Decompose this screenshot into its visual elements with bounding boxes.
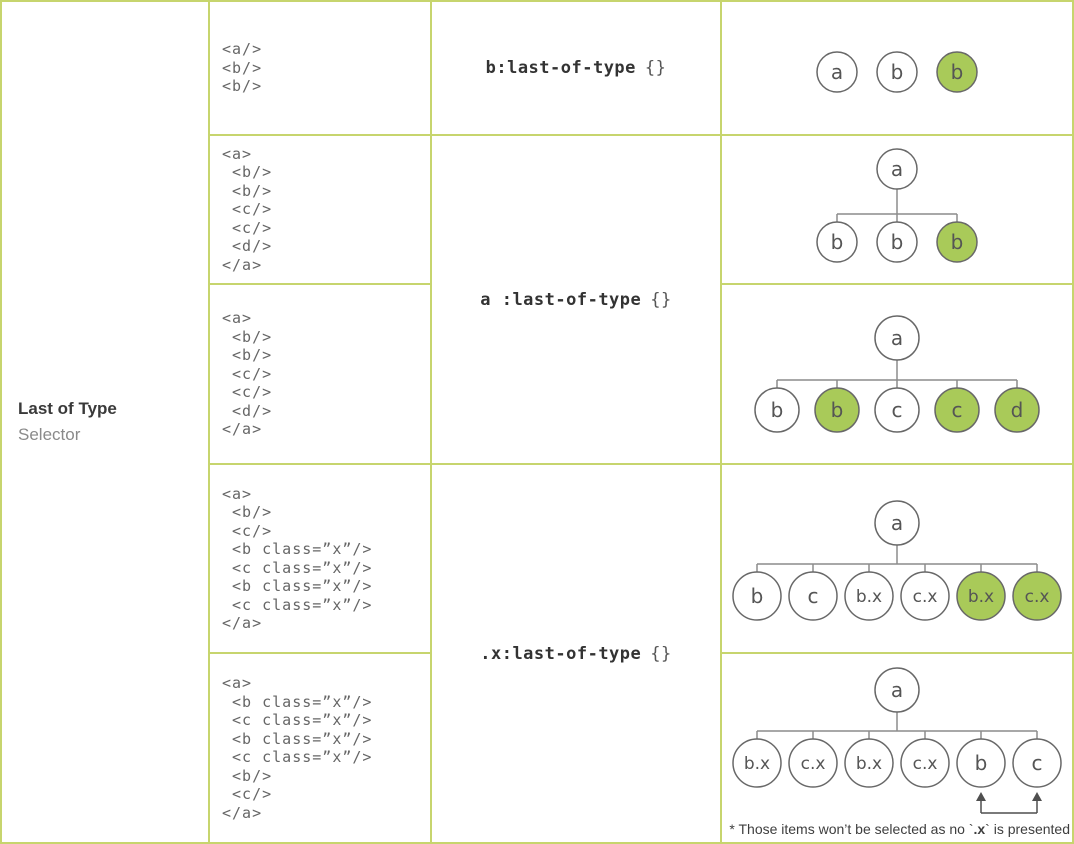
tree-node-a: [816, 51, 858, 93]
row-header-cell: Last of Type Selector: [2, 2, 208, 842]
tree-node-label: c: [892, 398, 903, 422]
tree-node-d-highlighted: [994, 387, 1040, 433]
tree-node-label: b.x: [968, 587, 994, 607]
tree-node-c.x: [788, 738, 838, 788]
tree-diagram: a b.x c.x b.x c.x b c: [732, 667, 1062, 814]
tree-node-b-highlighted: [936, 221, 978, 263]
tree-node-a: [874, 667, 920, 713]
tree-node-label: a: [891, 511, 903, 535]
tree-node-c: [874, 387, 920, 433]
tree-node-label: b: [891, 60, 904, 84]
tree-diagram: a b c b.x c.x b.x c.x: [732, 500, 1062, 621]
tree-node-b.x: [844, 571, 894, 621]
up-arrow-icon: [976, 792, 986, 801]
selector-cell-a-descendant-last-of-type: a :last-of-type {}: [432, 136, 720, 463]
tree-node-c.x: [900, 571, 950, 621]
tree-node-b: [754, 387, 800, 433]
selector-text: a :last-of-type: [480, 289, 642, 310]
code-snippet: <a> <b/> <b/> <c/> <c/> <d/> </a>: [222, 309, 273, 439]
tree-node-c-highlighted: [934, 387, 980, 433]
tree-node-b: [732, 571, 782, 621]
selector-cell-b-last-of-type: b:last-of-type {}: [432, 2, 720, 134]
selector-braces: {}: [650, 289, 672, 310]
tree-node-b: [876, 51, 918, 93]
tree-node-label: b.x: [856, 754, 882, 774]
selector-text: b:last-of-type: [485, 58, 636, 78]
tree-node-label: c.x: [801, 754, 826, 774]
tree-node-label: b: [891, 230, 904, 254]
tree-node-b.x: [732, 738, 782, 788]
tree-node-c.x: [900, 738, 950, 788]
tree-node-label: c.x: [1025, 587, 1050, 607]
tree-node-c.x-highlighted: [1012, 571, 1062, 621]
tree-node-b: [816, 221, 858, 263]
tree-node-label: b: [975, 751, 988, 775]
tree-node-label: c: [1032, 751, 1043, 775]
tree-node-label: b: [951, 230, 964, 254]
code-snippet: <a> <b class=”x”/> <c class=”x”/> <b cla…: [222, 674, 373, 822]
diagram-cell-row-5: a b.x c.x b.x c.x b c * Those items won’t be se…: [722, 654, 1072, 842]
tree-node-label: c: [952, 398, 963, 422]
tree-node-b.x: [844, 738, 894, 788]
selector-text: .x:last-of-type: [480, 643, 642, 664]
footnote-text: * Those items won’t be selected as no `: [729, 821, 974, 837]
code-cell-row-1: <a/> <b/> <b/>: [210, 2, 430, 134]
diagram-cell-row-2: a b b b: [722, 136, 1072, 283]
tree-node-label: b: [751, 584, 764, 608]
tree-node-label: c.x: [913, 754, 938, 774]
code-cell-row-4: <a> <b/> <c/> <b class=”x”/> <c class=”x…: [210, 465, 430, 652]
code-snippet: <a> <b/> <c/> <b class=”x”/> <c class=”x…: [222, 484, 373, 633]
tree-node-c: [788, 571, 838, 621]
tree-node-label: b.x: [856, 587, 882, 607]
tree-diagram: a b b c c d: [754, 315, 1040, 433]
up-arrow-icon: [1032, 792, 1042, 801]
tree-node-label: b: [771, 398, 784, 422]
tree-node-b: [956, 738, 1006, 788]
selector-braces: {}: [650, 643, 672, 664]
page-title: Last of Type: [18, 399, 117, 418]
code-cell-row-2: <a> <b/> <b/> <c/> <c/> <d/> </a>: [210, 136, 430, 283]
tree-node-b: [876, 221, 918, 263]
page-subtitle: Selector: [18, 425, 81, 444]
tree-node-label: d: [1011, 398, 1024, 422]
tree-node-b-highlighted: [814, 387, 860, 433]
tree-node-label: a: [891, 326, 903, 350]
diagram-cell-row-4: a b c b.x c.x b.x c.x: [722, 465, 1072, 652]
footnote-code: .x: [973, 821, 986, 837]
tree-node-label: c.x: [913, 587, 938, 607]
code-cell-row-3: <a> <b/> <b/> <c/> <c/> <d/> </a>: [210, 285, 430, 463]
tree-node-label: b: [831, 398, 844, 422]
tree-diagram: a b b b: [816, 148, 978, 263]
tree-node-label: b: [951, 60, 964, 84]
tree-node-a: [874, 315, 920, 361]
footnote-text: ` is presented: [985, 821, 1070, 837]
tree-node-label: a: [831, 60, 843, 84]
tree-node-a: [874, 500, 920, 546]
tree-node-b-highlighted: [936, 51, 978, 93]
tree-node-a: [876, 148, 918, 190]
code-cell-row-5: <a> <b class=”x”/> <c class=”x”/> <b cla…: [210, 654, 430, 842]
tree-node-label: b.x: [744, 754, 770, 774]
code-snippet: <a/> <b/> <b/>: [222, 40, 263, 96]
tree-node-c: [1012, 738, 1062, 788]
selector-braces: {}: [644, 58, 667, 78]
footnote: * Those items won’t be selected as no `.…: [729, 821, 1070, 837]
diagram-cell-row-3: a b b c c d: [722, 285, 1072, 463]
tree-node-label: c: [808, 584, 819, 608]
tree-node-b.x-highlighted: [956, 571, 1006, 621]
code-snippet: <a> <b/> <b/> <c/> <c/> <d/> </a>: [222, 144, 273, 274]
tree-node-label: b: [831, 230, 844, 254]
tree-node-label: a: [891, 678, 903, 702]
tree-node-label: a: [891, 157, 903, 181]
selector-cell-x-last-of-type: .x:last-of-type {}: [432, 465, 720, 842]
